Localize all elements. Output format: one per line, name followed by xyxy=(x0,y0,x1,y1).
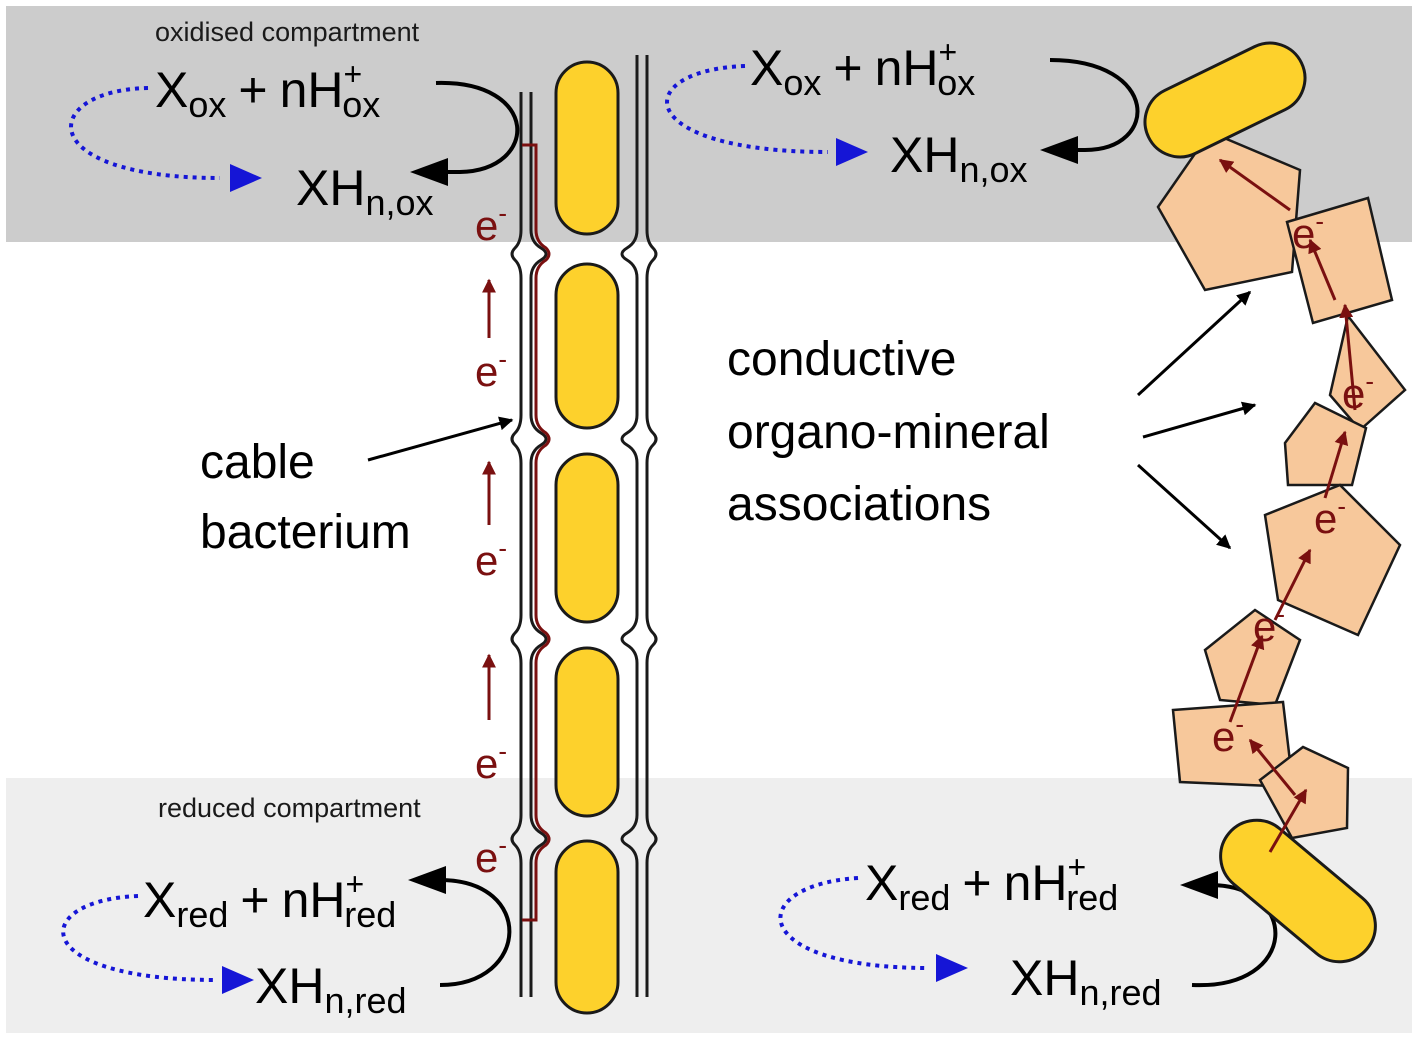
cell-3 xyxy=(554,452,620,624)
cable-electrons: e- e- e- e- e- xyxy=(475,198,507,881)
reduced-compartment-band xyxy=(6,778,1412,1033)
sheath-outer-left xyxy=(510,92,523,997)
reaction-ox-left: Xox+nH+ox XHn,ox xyxy=(69,56,520,223)
svg-text:Xox+nH+ox: Xox+nH+ox xyxy=(750,34,975,103)
reaction-red-left: Xred+nH+red XHn,red xyxy=(61,866,512,1021)
mineral-chain xyxy=(1156,130,1407,840)
reaction-arrow-ox-right xyxy=(1049,58,1140,152)
cycle-arrow-red-right xyxy=(778,876,929,970)
minerals-label: associations xyxy=(727,478,991,531)
sheath-inner-right xyxy=(620,55,639,997)
cycle-arrow-ox-left xyxy=(69,86,221,180)
cell-2 xyxy=(554,262,620,430)
electron-label: e- xyxy=(475,533,507,584)
sheath-outer-right xyxy=(645,55,658,997)
reduced-compartment-label: reduced compartment xyxy=(158,793,421,823)
svg-text:XHn,ox: XHn,ox xyxy=(890,127,1028,190)
electron-label: e- xyxy=(475,736,507,787)
reaction-arrow-ox-left xyxy=(420,80,520,174)
minerals-label: conductive xyxy=(727,333,956,386)
electron-label: e- xyxy=(475,830,507,881)
cell-1 xyxy=(554,60,620,236)
svg-text:XHn,red: XHn,red xyxy=(255,958,407,1021)
mineral-electrons: e- e- e- e- e- xyxy=(1212,206,1374,760)
electron-label: e- xyxy=(1253,599,1285,650)
reaction-red-right: Xred+nH+red XHn,red xyxy=(778,849,1278,1013)
svg-text:XHn,red: XHn,red xyxy=(1010,950,1162,1013)
cycle-arrow-ox-right xyxy=(665,64,829,154)
oxidised-compartment-label: oxidised compartment xyxy=(155,17,420,47)
electron-label: e- xyxy=(1292,206,1324,257)
electron-label: e- xyxy=(475,198,507,249)
mineral-particle xyxy=(1285,196,1394,325)
minerals-label: organo-mineral xyxy=(727,406,1050,459)
electron-label: e- xyxy=(1314,491,1346,542)
cable-bacterium-label: bacterium xyxy=(200,506,411,559)
cable-pointer-arrow xyxy=(367,416,514,462)
svg-text:Xox+nH+ox: Xox+nH+ox xyxy=(155,56,380,125)
mineral-electron-arrows xyxy=(1218,158,1357,853)
cell-5 xyxy=(554,839,620,1015)
rod-bacterium-bottom xyxy=(1219,818,1377,964)
cell-4 xyxy=(554,646,620,818)
reaction-arrow-red-left xyxy=(439,878,512,987)
rod-bacterium-top xyxy=(1143,41,1307,159)
mineral-particle xyxy=(1283,401,1368,487)
conductive-fibre xyxy=(522,143,551,922)
cable-bacterium xyxy=(510,55,658,997)
bacterium-cells xyxy=(554,60,620,1015)
cycle-arrow-red-left xyxy=(61,894,217,982)
cable-bacterium-label: cable xyxy=(200,436,315,489)
electron-label: e- xyxy=(1342,366,1374,417)
svg-text:Xred+nH+red: Xred+nH+red xyxy=(143,866,396,935)
electron-label: e- xyxy=(1212,709,1244,760)
reaction-ox-right: Xox+nH+ox XHn,ox xyxy=(665,34,1140,190)
mineral-pointer-arrows xyxy=(1136,290,1257,550)
svg-text:XHn,ox: XHn,ox xyxy=(296,160,434,223)
electron-label: e- xyxy=(475,344,507,395)
sheath-inner-left xyxy=(529,92,548,997)
svg-text:Xred+nH+red: Xred+nH+red xyxy=(865,849,1118,918)
mineral-particle xyxy=(1156,130,1302,292)
